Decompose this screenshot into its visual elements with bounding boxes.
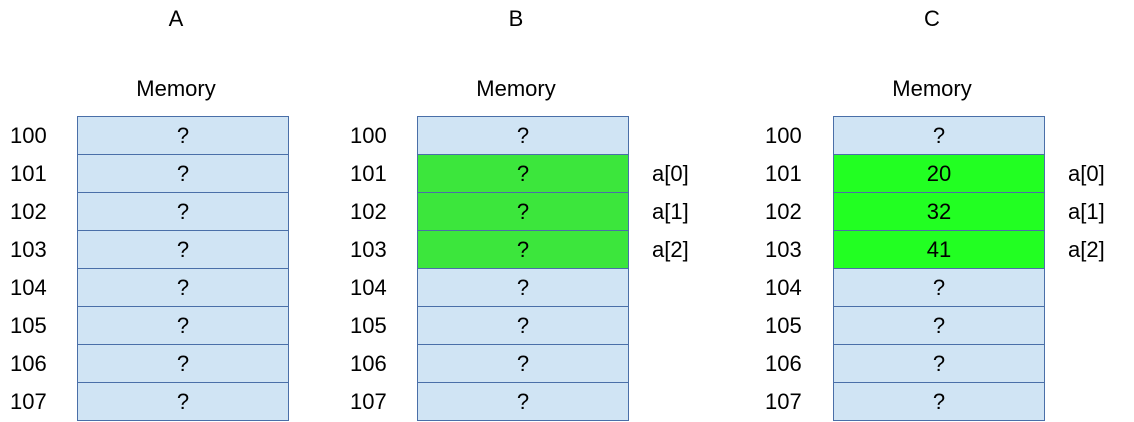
memory-cell: ? bbox=[417, 344, 629, 383]
memory-address: 102 bbox=[765, 199, 802, 224]
memory-address: 103 bbox=[350, 237, 387, 262]
memory-address: 107 bbox=[350, 389, 387, 414]
memory-address: 105 bbox=[10, 313, 47, 338]
memory-address: 105 bbox=[765, 313, 802, 338]
memory-address: 106 bbox=[10, 351, 47, 376]
memory-cell: 41 bbox=[833, 230, 1045, 269]
array-element-label: a[2] bbox=[1068, 237, 1105, 262]
memory-address: 105 bbox=[350, 313, 387, 338]
memory-address: 106 bbox=[350, 351, 387, 376]
memory-cell: 32 bbox=[833, 192, 1045, 231]
memory-address: 106 bbox=[765, 351, 802, 376]
memory-cell: ? bbox=[77, 192, 289, 231]
array-element-label: a[0] bbox=[652, 161, 689, 186]
memory-address: 101 bbox=[765, 161, 802, 186]
memory-cell: ? bbox=[417, 382, 629, 421]
memory-cell: 20 bbox=[833, 154, 1045, 193]
array-element-label: a[2] bbox=[652, 237, 689, 262]
memory-address: 104 bbox=[10, 275, 47, 300]
memory-heading: Memory bbox=[136, 76, 216, 101]
memory-cell: ? bbox=[77, 154, 289, 193]
memory-address: 104 bbox=[350, 275, 387, 300]
memory-address: 104 bbox=[765, 275, 802, 300]
memory-cell: ? bbox=[417, 154, 629, 193]
panel-title: A bbox=[168, 6, 184, 31]
panel-title: C bbox=[924, 6, 940, 31]
memory-address: 100 bbox=[765, 123, 802, 148]
memory-cell: ? bbox=[417, 230, 629, 269]
memory-address: 102 bbox=[10, 199, 47, 224]
memory-cell: ? bbox=[77, 116, 289, 155]
memory-cell: ? bbox=[833, 268, 1045, 307]
memory-heading: Memory bbox=[476, 76, 556, 101]
memory-cell: ? bbox=[77, 230, 289, 269]
memory-heading: Memory bbox=[892, 76, 972, 101]
memory-cell: ? bbox=[833, 344, 1045, 383]
memory-address: 103 bbox=[765, 237, 802, 262]
memory-address: 107 bbox=[765, 389, 802, 414]
array-element-label: a[1] bbox=[652, 199, 689, 224]
memory-address: 101 bbox=[10, 161, 47, 186]
memory-cell: ? bbox=[833, 306, 1045, 345]
memory-cell: ? bbox=[77, 268, 289, 307]
memory-cell: ? bbox=[833, 116, 1045, 155]
array-element-label: a[0] bbox=[1068, 161, 1105, 186]
memory-address: 103 bbox=[10, 237, 47, 262]
memory-cell: ? bbox=[833, 382, 1045, 421]
memory-cell: ? bbox=[417, 268, 629, 307]
memory-address: 100 bbox=[10, 123, 47, 148]
memory-address: 107 bbox=[10, 389, 47, 414]
memory-cell: ? bbox=[417, 192, 629, 231]
memory-address: 102 bbox=[350, 199, 387, 224]
array-element-label: a[1] bbox=[1068, 199, 1105, 224]
panel-title: B bbox=[508, 6, 524, 31]
memory-address: 100 bbox=[350, 123, 387, 148]
memory-address: 101 bbox=[350, 161, 387, 186]
memory-cell: ? bbox=[77, 382, 289, 421]
